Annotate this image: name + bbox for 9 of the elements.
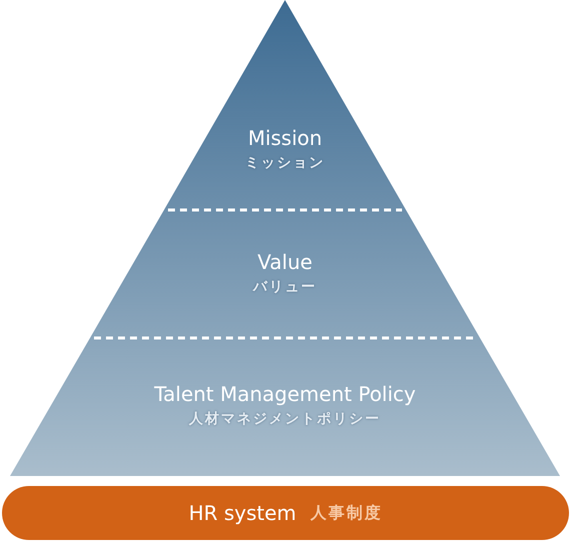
tier-title: Mission: [248, 126, 322, 150]
tier-subtitle: 人材マネジメントポリシー: [189, 410, 381, 428]
bar-subtitle: 人事制度: [310, 502, 382, 524]
bar-title: HR system: [188, 501, 296, 525]
tier-subtitle: バリュー: [253, 278, 317, 296]
tier-title: Talent Management Policy: [154, 382, 416, 406]
tier-subtitle: ミッション: [245, 154, 325, 172]
foundation-bar: [2, 486, 569, 540]
tier-title: Value: [258, 250, 312, 274]
